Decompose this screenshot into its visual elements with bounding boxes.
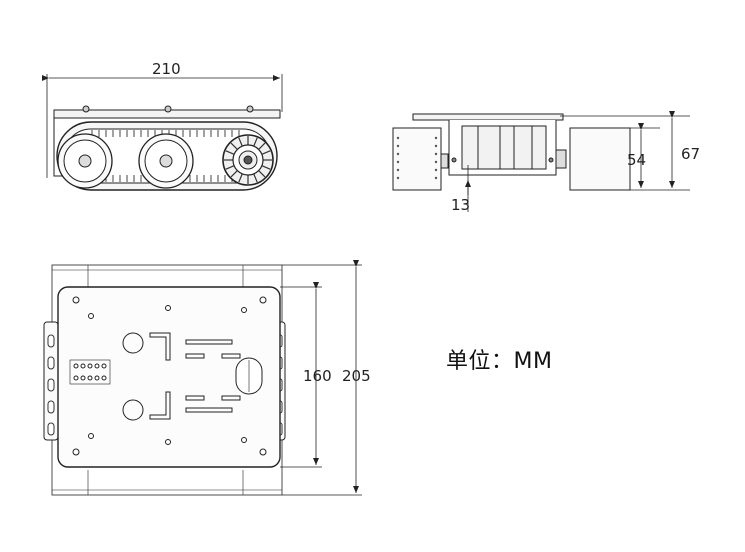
sprocket-tooth bbox=[261, 150, 271, 155]
side-view bbox=[42, 74, 283, 191]
track-dot bbox=[434, 136, 438, 140]
track-dot bbox=[434, 160, 438, 164]
dim-13-label: 13 bbox=[451, 196, 470, 214]
track-dot bbox=[396, 152, 400, 156]
sprocket-tooth bbox=[225, 165, 235, 170]
sprocket-tooth bbox=[261, 165, 271, 170]
top-view bbox=[43, 260, 362, 496]
bracket-slot bbox=[47, 400, 55, 414]
sprocket-tooth bbox=[238, 173, 243, 183]
unit-label: 单位：MM bbox=[446, 349, 553, 374]
mount-hole bbox=[80, 375, 86, 381]
track-dot bbox=[396, 160, 400, 164]
mount-hole bbox=[87, 375, 93, 381]
idler-wheel-1 bbox=[57, 133, 113, 189]
mount-hole bbox=[80, 363, 86, 369]
track-dot bbox=[396, 168, 400, 172]
track-dot bbox=[396, 144, 400, 148]
idler-wheel-2 bbox=[138, 133, 194, 189]
mount-hole bbox=[87, 363, 93, 369]
mount-hole bbox=[101, 363, 107, 369]
mount-hole bbox=[94, 375, 100, 381]
sprocket-tooth bbox=[253, 137, 258, 147]
drive-sprocket bbox=[222, 134, 274, 186]
track-dot bbox=[434, 168, 438, 172]
track-dot bbox=[434, 152, 438, 156]
dim-160-label: 160 bbox=[303, 367, 332, 385]
track-dot bbox=[434, 176, 438, 180]
track-dot bbox=[396, 176, 400, 180]
right-track-block bbox=[569, 127, 631, 191]
bracket-slot bbox=[47, 334, 55, 348]
end-view bbox=[392, 111, 690, 212]
sprocket-tooth bbox=[238, 137, 243, 147]
top-plate bbox=[57, 286, 281, 468]
mount-hole bbox=[73, 363, 79, 369]
bracket-slot bbox=[47, 422, 55, 436]
left-track-block bbox=[392, 127, 442, 191]
mount-hole bbox=[94, 363, 100, 369]
bracket-slot bbox=[47, 356, 55, 370]
sprocket-tooth bbox=[258, 142, 266, 150]
sprocket-tooth bbox=[253, 173, 258, 183]
mount-hole bbox=[101, 375, 107, 381]
sprocket-tooth bbox=[258, 170, 266, 178]
sprocket-tooth bbox=[225, 150, 235, 155]
motor-body bbox=[461, 125, 547, 170]
dim-205-label: 205 bbox=[342, 367, 371, 385]
dim-54-label: 54 bbox=[627, 151, 646, 169]
dim-210-label: 210 bbox=[152, 60, 181, 78]
dim-67-label: 67 bbox=[681, 145, 700, 163]
bracket-slot bbox=[47, 378, 55, 392]
sprocket-tooth bbox=[230, 170, 238, 178]
mount-hole bbox=[73, 375, 79, 381]
sprocket-tooth bbox=[230, 142, 238, 150]
track-dot bbox=[434, 144, 438, 148]
track-dot bbox=[396, 136, 400, 140]
